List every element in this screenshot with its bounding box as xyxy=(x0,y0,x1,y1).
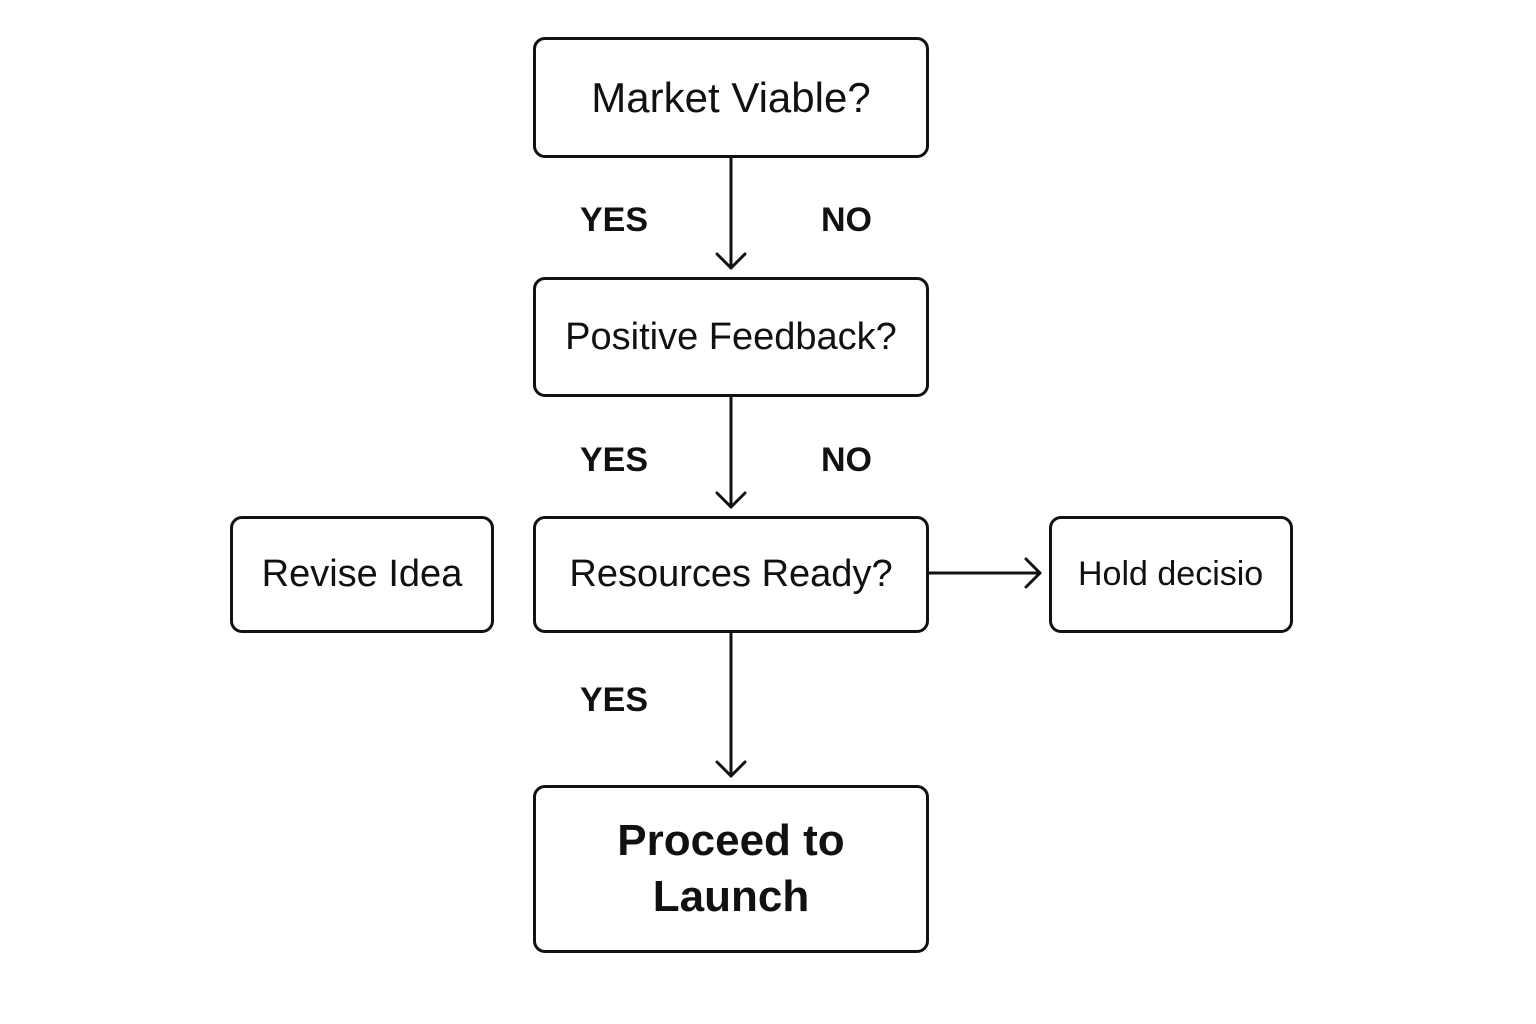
yes-label-3: YES xyxy=(580,681,649,719)
hold-decision-node: Hold decisio xyxy=(1049,516,1293,633)
resources-ready-label: Resources Ready? xyxy=(569,553,893,595)
positive-feedback-label: Positive Feedback? xyxy=(565,315,897,358)
arrow-market-to-feedback xyxy=(715,156,747,270)
proceed-to-launch-node: Proceed to Launch xyxy=(533,785,929,953)
revise-idea-node: Revise Idea xyxy=(230,516,494,633)
no-label-1: NO xyxy=(821,201,872,239)
yes-label-2: YES xyxy=(580,441,649,479)
revise-idea-label: Revise Idea xyxy=(261,553,463,595)
yes-label-1: YES xyxy=(580,201,649,239)
market-viable-label: Market Viable? xyxy=(591,73,871,121)
arrow-resources-to-launch xyxy=(715,631,747,778)
arrow-feedback-to-resources xyxy=(715,395,747,509)
no-label-2: NO xyxy=(821,441,872,479)
positive-feedback-node: Positive Feedback? xyxy=(533,277,929,397)
hold-decision-label: Hold decisio xyxy=(1078,555,1264,593)
arrow-resources-to-hold xyxy=(927,557,1042,589)
market-viable-node: Market Viable? xyxy=(533,37,929,158)
proceed-to-launch-label: Proceed to Launch xyxy=(617,816,845,921)
resources-ready-node: Resources Ready? xyxy=(533,516,929,633)
